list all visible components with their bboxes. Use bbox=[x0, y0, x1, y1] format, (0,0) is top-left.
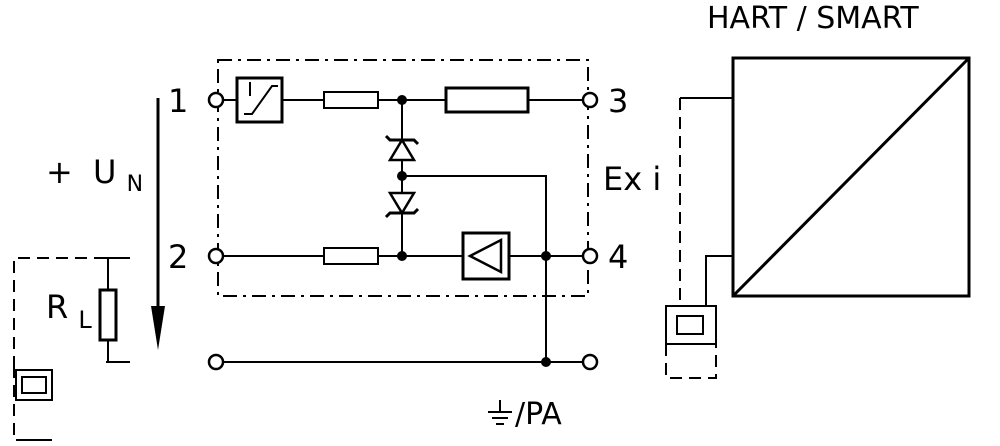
transmitter-device-outer bbox=[665, 305, 717, 345]
terminal-label-3: 3 bbox=[608, 82, 628, 120]
ground-label: /PA bbox=[515, 397, 562, 432]
load-enclosure-dashed bbox=[13, 257, 106, 366]
terminal-pa-right bbox=[581, 353, 599, 371]
transmitter-box bbox=[731, 56, 971, 298]
signal-converter-block bbox=[235, 76, 284, 124]
fuse-top bbox=[323, 91, 379, 109]
zener-diode-bottom-bar bbox=[384, 207, 420, 219]
zener-diode-bottom bbox=[387, 191, 417, 216]
terminal-label-4: 4 bbox=[608, 238, 628, 276]
terminal-4 bbox=[581, 247, 599, 265]
terminal-3 bbox=[581, 91, 599, 109]
terminal-label-1: 1 bbox=[168, 82, 188, 120]
hart-label: HART / SMART bbox=[707, 1, 919, 36]
transmitter-device-dashed bbox=[665, 306, 717, 379]
terminal-2 bbox=[207, 247, 225, 265]
wire-mid-to-pa bbox=[402, 175, 547, 362]
transmitter-device-inner bbox=[676, 315, 704, 335]
terminal-pa-left bbox=[207, 353, 225, 371]
supply-voltage-label: + U N bbox=[46, 153, 143, 197]
isolator-enclosure bbox=[217, 59, 589, 297]
load-resistor-label: R L bbox=[46, 288, 92, 334]
transmitter-diagonal bbox=[731, 56, 971, 298]
converter-symbol bbox=[244, 85, 278, 115]
voltage-arrow-head bbox=[151, 306, 165, 350]
amplifier-triangle bbox=[467, 237, 503, 275]
load-device-outer bbox=[15, 369, 53, 401]
zener-diode-top-bar bbox=[384, 134, 420, 146]
load-device-inner bbox=[21, 376, 47, 394]
ground-icon bbox=[488, 400, 512, 425]
terminal-label-2: 2 bbox=[168, 238, 188, 276]
terminal-1 bbox=[207, 91, 225, 109]
transmitter-wire-bottom bbox=[705, 255, 733, 306]
load-resistor bbox=[98, 288, 118, 342]
node-pa bbox=[541, 357, 551, 367]
resistor-top bbox=[444, 86, 530, 114]
node-bottom-right bbox=[541, 251, 551, 261]
zener-diode-top bbox=[387, 137, 417, 162]
fuse-bottom bbox=[323, 247, 379, 265]
ex-label: Ex i bbox=[603, 160, 661, 198]
node-bottom bbox=[397, 251, 407, 261]
